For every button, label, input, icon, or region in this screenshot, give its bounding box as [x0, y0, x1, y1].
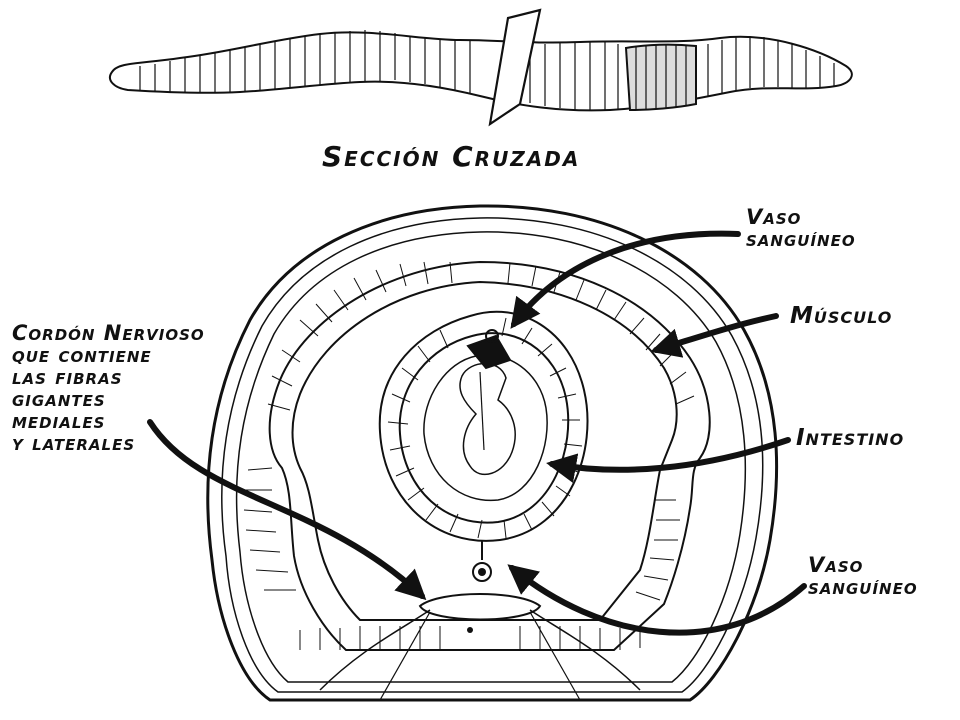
label-line: que contiene	[12, 343, 152, 368]
nerve-cord	[418, 593, 542, 621]
arrow-musculo	[650, 313, 779, 358]
arrow-vaso-dorsal	[510, 230, 741, 329]
label-arrows	[147, 230, 807, 636]
cross-section	[206, 204, 779, 702]
arrow-cordon	[147, 419, 427, 601]
label-muscle: Músculo	[790, 303, 893, 329]
arrow-vaso-ventral	[507, 564, 807, 636]
label-intestine: Intestino	[796, 425, 905, 451]
diagram-title: Sección Cruzada	[322, 140, 581, 173]
label-nerve-cord: Cordón Nervioso que contiene las fibras …	[12, 322, 205, 454]
label-line: y laterales	[12, 431, 136, 456]
earthworm-side-view	[109, 8, 853, 127]
typhlosole	[459, 362, 516, 476]
label-line: Cordón Nervioso	[12, 321, 205, 345]
label-line: Vaso	[808, 553, 864, 577]
dorsal-blood-vessel	[485, 329, 499, 343]
label-line: sanguíneo	[808, 575, 918, 600]
label-line: las fibras	[12, 365, 123, 390]
label-line: Vaso	[746, 205, 802, 229]
label-line: sanguíneo	[746, 227, 856, 252]
label-line: gigantes	[12, 387, 106, 412]
label-ventral-blood-vessel: Vaso sanguíneo	[808, 554, 918, 598]
cuticle	[206, 204, 779, 702]
label-line: mediales	[12, 409, 106, 434]
label-dorsal-blood-vessel: Vaso sanguíneo	[746, 206, 856, 250]
arrow-intestino	[546, 437, 791, 483]
